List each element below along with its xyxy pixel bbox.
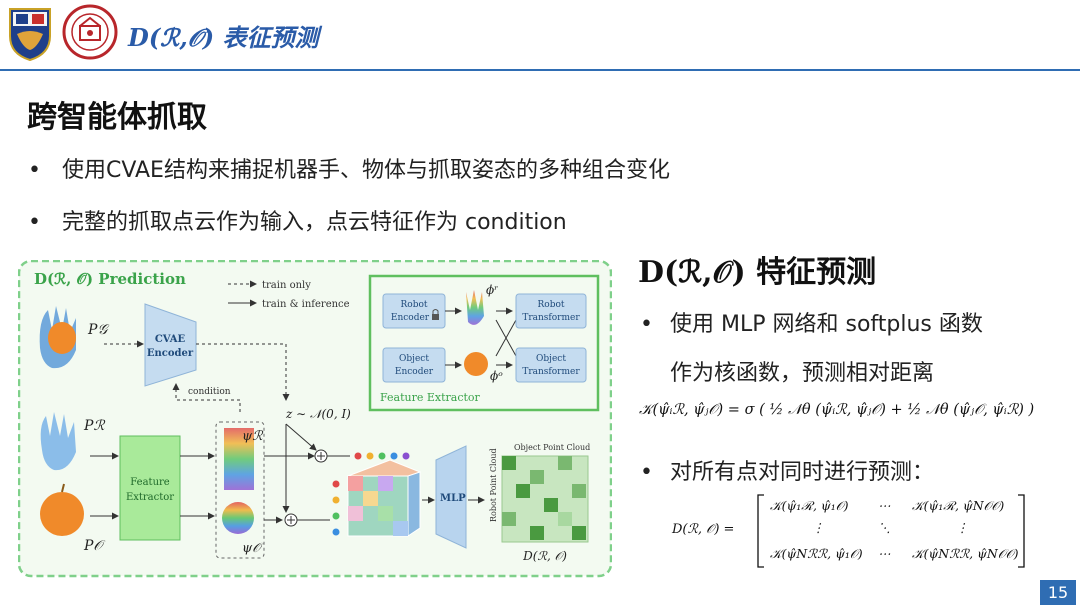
figure-title: D(ℛ, 𝒪) Prediction: [34, 270, 186, 288]
object-encoder-label-2: Encoder: [395, 367, 434, 377]
bullet-item: • 完整的抓取点云作为输入，点云特征作为 condition: [28, 204, 567, 236]
psi-o-feature-cloud: [222, 502, 254, 534]
robot-transformer-label-1: Robot: [538, 300, 565, 310]
matrix-cell: ⋮: [956, 520, 969, 535]
condition-label: condition: [188, 387, 231, 397]
matrix-lhs: D(ℛ, 𝒪) =: [672, 522, 735, 537]
matrix-right-bracket: [1018, 494, 1025, 568]
z-diag-arrow: [285, 423, 317, 451]
robot-feature-hand-icon: [466, 290, 484, 325]
pr-label: Pℛ: [83, 418, 105, 434]
university-crest-logo: [7, 6, 53, 62]
kernel-formula: 𝒦(ψ̂ᵢℛ, ψ̂ⱼ𝒪) = σ ( ½ 𝒩θ (ψ̂ᵢℛ, ψ̂ⱼ𝒪) + …: [639, 402, 1035, 418]
legend-train-only: train only: [262, 280, 311, 291]
cube-left-dots: [332, 480, 340, 536]
right-bullet-text: 使用 MLP 网络和 softplus 函数: [670, 312, 983, 337]
condition-arrow: [172, 383, 241, 412]
matrix-cell: 𝒦(ψ̂₁ℛ, ψ̂N𝒪𝒪): [912, 498, 1005, 513]
robot-point-cloud-label: Robot Point Cloud: [489, 448, 498, 522]
phi-o-label: ϕᵒ: [490, 369, 503, 383]
robot-encoder-label-1: Robot: [401, 300, 428, 310]
plus-glyph-top: [317, 452, 325, 460]
cvae-label-2: Encoder: [147, 348, 194, 359]
robot-encoder-label-2: Encoder: [391, 313, 430, 323]
object-feature-apple-icon: [464, 352, 488, 376]
bullet-dot: •: [640, 312, 653, 337]
psi-r-feature-cloud: [224, 428, 254, 490]
matrix-cell: ⋱: [878, 520, 891, 535]
section-title: 跨智能体抓取: [27, 100, 207, 135]
object-apple-cloud: [40, 483, 84, 536]
object-transformer-label-1: Object: [536, 354, 566, 364]
plus-glyph-bottom: [287, 516, 295, 524]
po-label: P𝒪: [83, 538, 105, 554]
page-number: 15: [1040, 580, 1076, 605]
matrix-left-bracket: [757, 494, 764, 568]
feature-extractor-block: [119, 435, 181, 541]
robot-hand-cloud: [40, 412, 76, 471]
cube-top-dots: [354, 452, 410, 460]
sjtu-seal-logo: [62, 4, 118, 60]
legend-train-inference: train & inference: [262, 299, 350, 310]
pg-label: P𝒢: [87, 322, 109, 338]
page-header-title: D(ℛ,𝒪) 表征预测: [128, 23, 319, 52]
output-label: D(ℛ, 𝒪): [522, 549, 567, 563]
mlp-label: MLP: [440, 493, 466, 504]
bullet-text: 完整的抓取点云作为输入，点云特征作为 condition: [62, 210, 567, 235]
object-encoder-label-1: Object: [399, 354, 429, 364]
bullet-text: 使用CVAE结构来捕捉机器手、物体与抓取姿态的多种组合变化: [62, 158, 670, 183]
bullet-dot: •: [28, 210, 41, 235]
fe-box-label: Feature Extractor: [380, 391, 481, 404]
distance-matrix-formula: D(ℛ, 𝒪) = 𝒦(ψ̂₁ℛ, ψ̂₁𝒪) ⋯ 𝒦(ψ̂₁ℛ, ψ̂N𝒪𝒪)…: [672, 492, 1032, 570]
output-distance-matrix: [501, 455, 589, 543]
cvae-to-z-arrow: [196, 343, 290, 401]
matrix-cell: 𝒦(ψ̂Nℛℛ, ψ̂N𝒪𝒪): [912, 546, 1019, 561]
right-bullet-item: • 使用 MLP 网络和 softplus 函数: [640, 306, 983, 338]
object-transformer-label-2: Transformer: [522, 367, 580, 377]
lock-icon-shackle: [432, 309, 439, 314]
cvae-label-1: CVAE: [155, 334, 186, 345]
psi-r-label: ψℛ: [242, 429, 264, 444]
bullet-dot: •: [640, 460, 653, 485]
header-divider: [0, 69, 1080, 71]
matrix-cell: 𝒦(ψ̂Nℛℛ, ψ̂₁𝒪): [770, 546, 863, 561]
robot-transformer-block: [515, 293, 587, 329]
mlp-block: [435, 445, 467, 549]
matrix-cell: 𝒦(ψ̂₁ℛ, ψ̂₁𝒪): [770, 498, 849, 513]
right-bullet-continuation: 作为核函数，预测相对距离: [670, 361, 935, 386]
right-section-title: D(ℛ,𝒪) 特征预测: [638, 255, 877, 290]
z-label: z ∼ 𝒩(0, I): [285, 407, 351, 421]
object-point-cloud-label: Object Point Cloud: [514, 443, 590, 452]
pairwise-feature-cube: [346, 459, 422, 537]
architecture-figure: D(ℛ, 𝒪) Prediction train only train & in…: [17, 259, 613, 578]
matrix-cell: ⋯: [878, 498, 891, 513]
feature-extractor-label-2: Extractor: [126, 492, 174, 503]
lock-icon: [432, 314, 439, 320]
grasp-hand-cloud: [39, 306, 76, 369]
robot-transformer-label-2: Transformer: [522, 313, 580, 323]
right-bullet-item: • 对所有点对同时进行预测：: [640, 454, 934, 486]
bullet-dot: •: [28, 158, 41, 183]
matrix-cell: ⋮: [812, 520, 825, 535]
feature-extractor-label-1: Feature: [130, 477, 170, 488]
cross-line-2: [495, 319, 517, 357]
psi-o-label: ψ𝒪: [242, 541, 264, 556]
right-bullet-text: 对所有点对同时进行预测：: [670, 460, 935, 485]
bullet-item: • 使用CVAE结构来捕捉机器手、物体与抓取姿态的多种组合变化: [28, 152, 670, 184]
cvae-encoder-block: [144, 303, 197, 387]
object-transformer-block: [515, 347, 587, 383]
phi-r-label: ϕʳ: [486, 283, 498, 297]
matrix-cell: ⋯: [878, 546, 891, 561]
psi-features-box: [215, 421, 265, 559]
